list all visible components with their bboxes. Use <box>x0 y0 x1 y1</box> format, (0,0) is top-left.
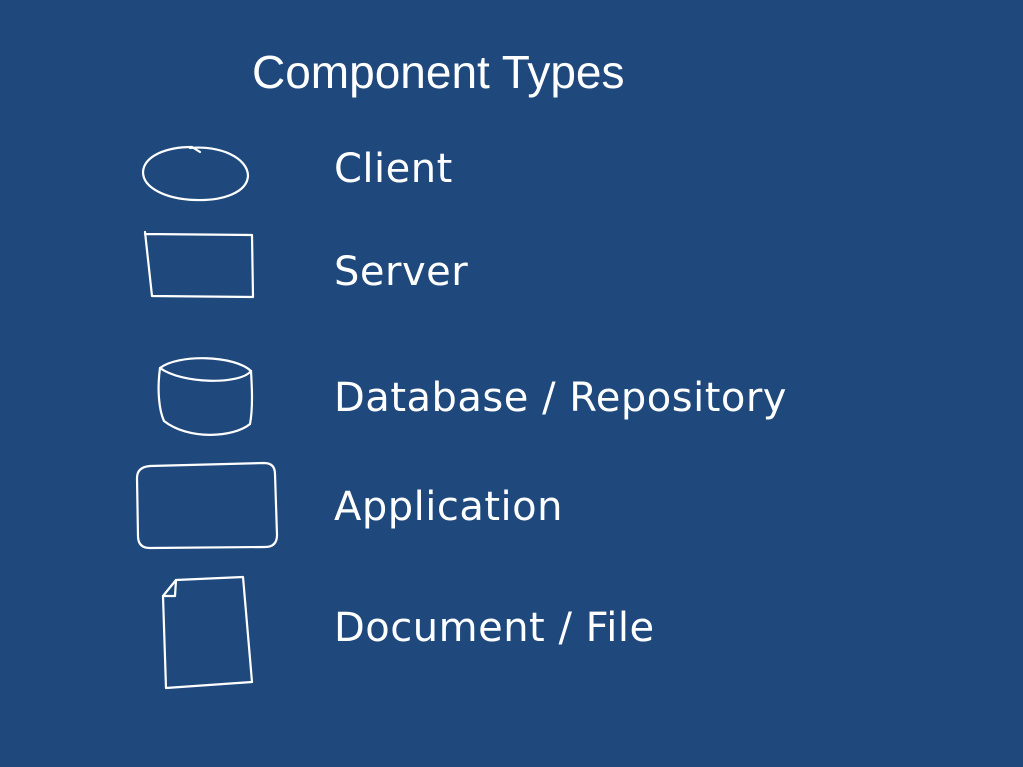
client-label: Client <box>334 146 453 192</box>
server-rectangle-icon <box>143 230 255 299</box>
client-ellipse-icon <box>141 145 250 202</box>
slide-title: Component Types <box>252 46 625 98</box>
application-label: Application <box>334 484 563 530</box>
document-file-label: Document / File <box>334 605 655 651</box>
database-cylinder-icon <box>157 357 254 436</box>
document-page-icon <box>161 575 254 690</box>
database-repository-label: Database / Repository <box>334 375 787 421</box>
application-rounded-rectangle-icon <box>135 461 279 550</box>
server-label: Server <box>334 249 469 295</box>
